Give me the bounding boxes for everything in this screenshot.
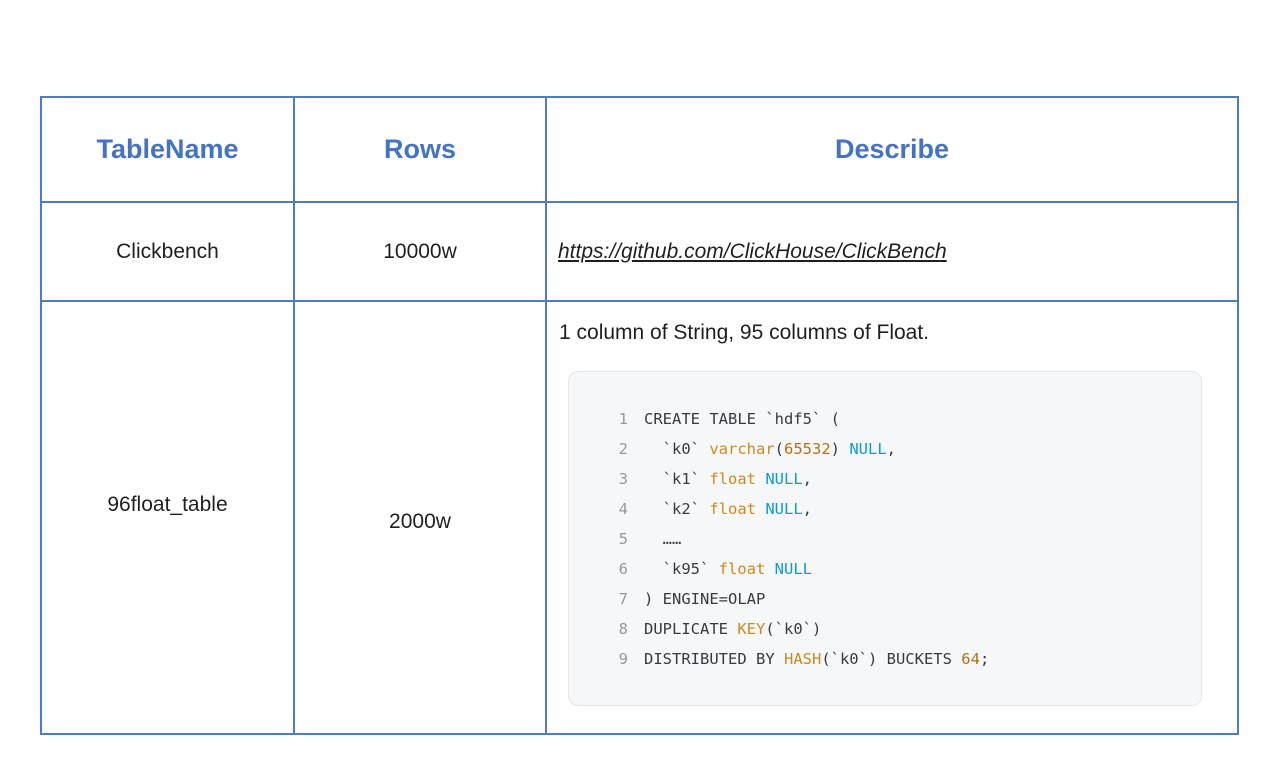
column-header-tablename: TableName	[40, 96, 295, 203]
code-line-number: 7	[618, 590, 628, 608]
code-line-content: `k0` varchar(65532) NULL,	[644, 440, 897, 458]
code-line-content: ) ENGINE=OLAP	[644, 590, 766, 608]
create-table-code-block: 1 CREATE TABLE `hdf5` ( 2 `k0` varchar(655…	[568, 371, 1202, 706]
cell-row-count: 10000w	[293, 201, 547, 302]
cell-table-name: 96float_table	[40, 300, 295, 735]
code-line-content: ……	[644, 530, 682, 548]
code-line-number: 2	[618, 440, 628, 458]
code-line: 6 `k95` float NULL	[569, 554, 1201, 584]
cell-describe: 1 column of String, 95 columns of Float.…	[545, 300, 1239, 735]
code-line-content: `k2` float NULL,	[644, 500, 813, 518]
code-line: 5 ……	[569, 524, 1201, 554]
clickbench-repo-link[interactable]: https://github.com/ClickHouse/ClickBench	[558, 239, 947, 263]
code-line: 3 `k1` float NULL,	[569, 464, 1201, 494]
code-line: 8 DUPLICATE KEY(`k0`)	[569, 614, 1201, 644]
cell-table-name: Clickbench	[40, 201, 295, 302]
code-line-content: `k1` float NULL,	[644, 470, 813, 488]
cell-describe: https://github.com/ClickHouse/ClickBench	[545, 201, 1239, 302]
table-row-96float-table: 96float_table 2000w 1 column of String, …	[40, 300, 1239, 735]
code-line-number: 9	[618, 650, 628, 668]
code-line-number: 6	[618, 560, 628, 578]
describe-text: 1 column of String, 95 columns of Float.	[559, 321, 930, 344]
benchmark-tables-table: TableName Rows Describe Clickbench 10000…	[40, 96, 1239, 735]
column-header-describe: Describe	[545, 96, 1239, 203]
code-line-number: 3	[618, 470, 628, 488]
cell-row-count: 2000w	[293, 300, 547, 735]
row-count-value: 10000w	[383, 239, 457, 263]
code-line: 9 DISTRIBUTED BY HASH(`k0`) BUCKETS 64;	[569, 644, 1201, 674]
code-line-content: DUPLICATE KEY(`k0`)	[644, 620, 822, 638]
column-header-rows: Rows	[293, 96, 547, 203]
code-line-number: 4	[618, 500, 628, 518]
code-line-content: `k95` float NULL	[644, 560, 812, 578]
table-name-value: 96float_table	[107, 492, 228, 516]
table-header-row: TableName Rows Describe	[40, 96, 1239, 203]
code-line-number: 1	[618, 410, 628, 428]
code-lines: 1 CREATE TABLE `hdf5` ( 2 `k0` varchar(655…	[569, 404, 1201, 674]
code-line-content: DISTRIBUTED BY HASH(`k0`) BUCKETS 64;	[644, 650, 990, 668]
code-line-content: CREATE TABLE `hdf5` (	[644, 410, 840, 428]
code-line-number: 8	[618, 620, 628, 638]
code-line: 4 `k2` float NULL,	[569, 494, 1201, 524]
code-line: 7 ) ENGINE=OLAP	[569, 584, 1201, 614]
code-line-number: 5	[618, 530, 628, 548]
table-row-clickbench: Clickbench 10000w https://github.com/Cli…	[40, 201, 1239, 302]
code-line: 2 `k0` varchar(65532) NULL,	[569, 434, 1201, 464]
table-name-value: Clickbench	[116, 239, 219, 263]
code-line: 1 CREATE TABLE `hdf5` (	[569, 404, 1201, 434]
row-count-value: 2000w	[389, 509, 451, 533]
